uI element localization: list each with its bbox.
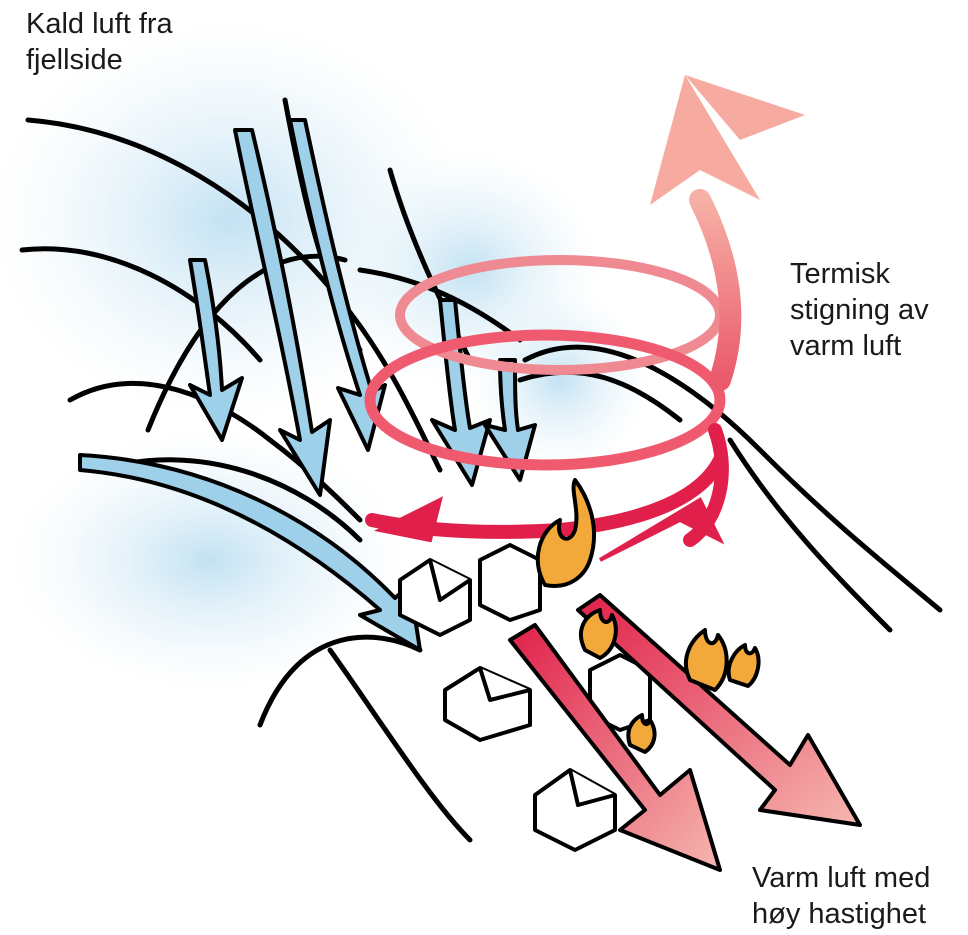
house-icon [480,545,540,620]
label-thermal-rise: Termisk stigning av varm luft [790,256,929,364]
flame-icon [628,715,654,752]
flame-icon [686,630,727,690]
house-icon [445,668,530,740]
label-cold-air: Kald luft fra fjellside [26,6,173,78]
label-warm-air: Varm luft med høy hastighet [752,860,930,932]
flame-icon [581,610,616,658]
house-icon [535,770,615,850]
flame-icon [729,645,759,686]
cold-air-haze [0,20,650,690]
